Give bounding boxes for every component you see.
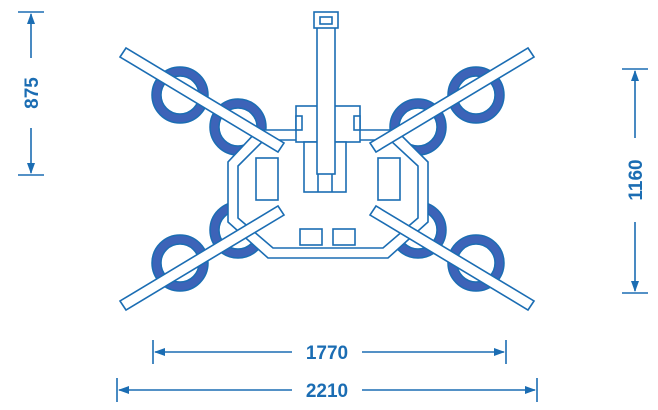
arms bbox=[118, 46, 536, 312]
dim-875-arrow-up bbox=[27, 13, 35, 24]
dim-1770-arrow-left bbox=[154, 348, 165, 356]
arm-top-right bbox=[368, 46, 536, 154]
side-pad-left bbox=[255, 157, 279, 201]
dim-1160-arrow-down bbox=[631, 281, 639, 292]
dim-875-label: 875 bbox=[22, 77, 43, 109]
dim-2210-label: 2210 bbox=[306, 381, 348, 402]
arm-top-left bbox=[118, 46, 286, 154]
dimension-2210: 2210 bbox=[116, 378, 538, 402]
arm-bottom-right bbox=[368, 204, 536, 312]
arm-bottom-left bbox=[118, 204, 286, 312]
bottom-box-left bbox=[299, 228, 323, 246]
dim-1770-arrow-right bbox=[494, 348, 505, 356]
center-lug-left bbox=[295, 115, 303, 131]
dimension-1770: 1770 bbox=[152, 340, 507, 364]
side-pad-right bbox=[377, 157, 401, 201]
frame-inner-octagon bbox=[237, 139, 419, 249]
bottom-box-right bbox=[332, 228, 356, 246]
mast-shaft bbox=[316, 25, 336, 175]
frame-body bbox=[227, 129, 429, 259]
central-mast bbox=[295, 11, 361, 193]
dim-1160-arrow-up bbox=[631, 70, 639, 81]
dim-2210-arrow-right bbox=[525, 386, 536, 394]
lifting-eye-hole bbox=[319, 16, 333, 25]
dim-875-arrow-down bbox=[27, 163, 35, 174]
dim-2210-arrow-left bbox=[118, 386, 129, 394]
dimension-1160: 1160 bbox=[622, 68, 648, 294]
dim-1160-label: 1160 bbox=[626, 159, 647, 200]
dim-1770-label: 1770 bbox=[306, 343, 348, 364]
center-lug-right bbox=[353, 115, 361, 131]
dimension-875: 875 bbox=[18, 11, 44, 176]
